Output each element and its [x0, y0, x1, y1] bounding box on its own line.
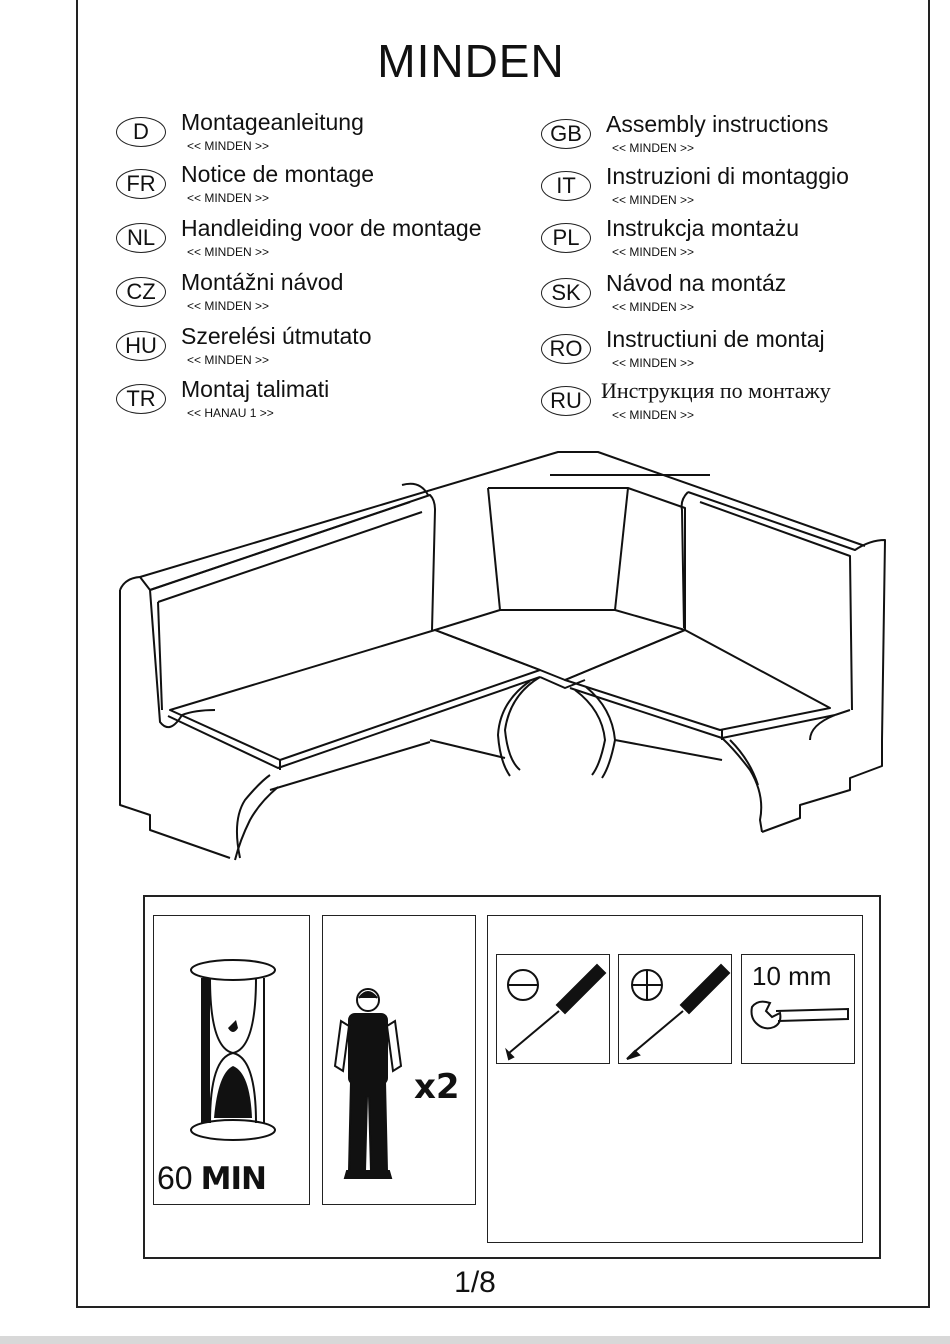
model-name: << MINDEN >>: [187, 299, 270, 313]
time-unit: MIN: [200, 1161, 267, 1197]
language-title: Notice de montage: [181, 161, 375, 187]
persons-panel: [322, 915, 476, 1205]
phillips-screwdriver-icon: [626, 963, 731, 1060]
phillips-screwdriver-tool: [618, 954, 732, 1064]
language-code-badge: NL: [116, 223, 166, 253]
language-code-badge: TR: [116, 384, 166, 414]
language-code-badge: HU: [116, 331, 166, 361]
model-name: << MINDEN >>: [612, 245, 695, 259]
page-number: 1/8: [454, 1266, 496, 1299]
language-code-badge: IT: [541, 171, 591, 201]
language-title: Instructiuni de montaj: [606, 326, 825, 352]
model-name: << MINDEN >>: [187, 139, 270, 153]
wrench-size: 10 mm: [752, 961, 832, 991]
document-title: MINDEN: [377, 35, 565, 87]
worker-icon: [333, 988, 403, 1179]
model-name: << MINDEN >>: [612, 408, 695, 422]
language-title: Assembly instructions: [606, 111, 829, 137]
language-title: Montážni návod: [181, 269, 344, 295]
model-name: << MINDEN >>: [612, 356, 695, 370]
persons-count: x2: [414, 1067, 460, 1107]
corner-bench-drawing: [119, 451, 886, 861]
language-title: Návod na montáz: [606, 270, 787, 296]
flat-screwdriver-icon: [505, 963, 607, 1061]
language-title: Handleiding voor de montage: [181, 215, 482, 241]
time-panel: [153, 915, 310, 1205]
language-title: Instrukcja montażu: [606, 215, 800, 241]
language-title: Montageanleitung: [181, 109, 364, 135]
language-code-badge: GB: [541, 119, 591, 149]
scan-edge: [0, 1336, 950, 1344]
language-code-badge: RO: [541, 334, 591, 364]
wrench-tool: 10 mm: [741, 954, 855, 1064]
model-name: << MINDEN >>: [612, 141, 695, 155]
page-frame-bottom: [76, 1306, 930, 1308]
model-name: << MINDEN >>: [187, 191, 270, 205]
language-title: Szerelési útmutato: [181, 323, 372, 349]
page-frame-left: [76, 0, 78, 1308]
model-name: << MINDEN >>: [187, 353, 270, 367]
language-title: Montaj talimati: [181, 376, 330, 402]
language-code-badge: RU: [541, 386, 591, 416]
language-title: Instruzioni di montaggio: [606, 163, 849, 189]
flat-screwdriver-tool: [496, 954, 610, 1064]
model-name: << MINDEN >>: [612, 300, 695, 314]
language-title: Инструкция по монтажу: [601, 378, 831, 403]
requirements-box: [143, 895, 881, 1259]
time-value: 60: [157, 1160, 193, 1196]
model-name: << MINDEN >>: [187, 245, 270, 259]
page-frame-right: [928, 0, 930, 1308]
model-name: << MINDEN >>: [612, 193, 695, 207]
language-code-badge: D: [116, 117, 166, 147]
tools-panel: [487, 915, 863, 1243]
language-code-badge: SK: [541, 278, 591, 308]
language-code-badge: FR: [116, 169, 166, 199]
language-code-badge: PL: [541, 223, 591, 253]
language-code-badge: CZ: [116, 277, 166, 307]
hourglass-icon: [190, 959, 276, 1141]
wrench-icon: [750, 1000, 849, 1030]
model-name: << HANAU 1 >>: [187, 406, 274, 420]
